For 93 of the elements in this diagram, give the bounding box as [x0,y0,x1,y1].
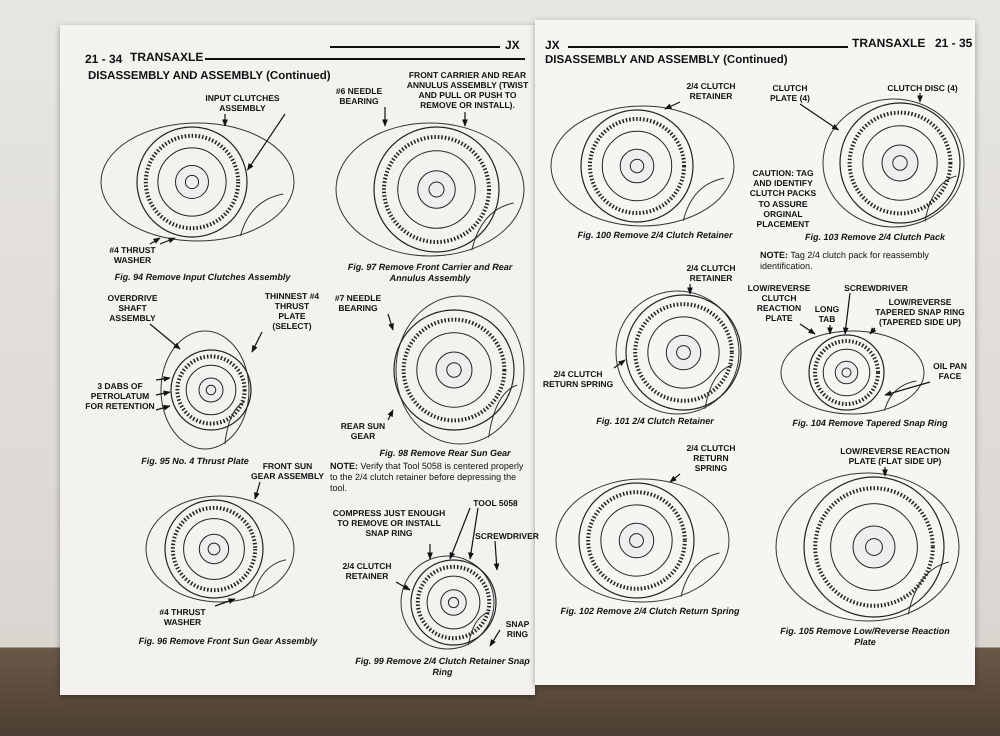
callout-label: #4 THRUST WASHER [150,606,215,628]
section-heading: DISASSEMBLY AND ASSEMBLY (Continued) [545,54,789,68]
callout-label: TOOL 5058 [468,497,523,508]
callout-label: INPUT CLUTCHES ASSEMBLY [195,92,290,114]
leader-line [884,381,930,396]
figure-caption: Fig. 102 Remove 2/4 Clutch Return Spring [560,606,740,617]
callout-label: CLUTCH PLATE (4) [765,82,815,104]
figure-caption: Fig. 96 Remove Front Sun Gear Assembly [138,636,319,647]
leader-line [150,324,181,350]
leader-line [494,540,500,571]
running-head: TRANSAXLE [852,36,926,50]
leader-line [254,482,261,500]
leader-line [827,325,833,335]
note-text: NOTE: Verify that Tool 5058 is centered properly to the 2/4 clutch retainer before depressing the tool. [330,461,524,494]
figure-caption: Fig. 100 Remove 2/4 Clutch Retainer [576,230,734,241]
figure-caption: Fig. 105 Remove Low/Reverse Reaction Plate [779,626,951,648]
gear-drawing [393,309,515,431]
leader-line [150,237,161,245]
callout-label: #7 NEEDLE BEARING [328,292,388,314]
gear-drawing [802,476,944,618]
leader-line [251,332,263,353]
gear-drawing [410,559,497,646]
callout-label: CLUTCH DISC (4) [885,82,960,93]
leader-line [614,360,626,368]
callout-label: OIL PAN FACE [930,360,970,382]
leader-line [247,114,286,171]
callout-label: LOW/REVERSE TAPERED SNAP RING (TAPERED SIDE UP) [870,296,970,328]
leader-line [882,467,888,477]
gear-drawing [838,102,960,224]
leader-line [449,508,471,560]
figure-caption: Fig. 98 Remove Rear Sun Gear [378,448,512,459]
leader-line [664,101,680,110]
section-heading: DISASSEMBLY AND ASSEMBLY (Continued) [88,70,332,84]
running-head: JX [505,38,521,52]
figure-caption: Fig. 104 Remove Tapered Snap Ring [791,418,949,429]
note-text: NOTE: Tag 2/4 clutch pack for reassembly identification. [760,250,930,272]
leader-line [156,405,171,411]
caution-text: CAUTION: TAG AND IDENTIFY CLUTCH PACKS TO ASSURE ORGINAL PLACEMENT [748,168,818,230]
callout-label: LOW/REVERSE CLUTCH REACTION PLATE [750,282,808,324]
leader-line [387,409,394,420]
leader-line [382,107,388,127]
callout-label: LOW/REVERSE REACTION PLATE (FLAT SIDE UP) [830,445,960,467]
gear-drawing [170,349,252,431]
callout-label: #6 NEEDLE BEARING [330,85,388,107]
leader-line [387,314,394,331]
page-number: 21 - 34 [85,52,124,66]
callout-label: OVERDRIVE SHAFT ASSEMBLY [95,292,170,324]
callout-label: FRONT SUN GEAR ASSEMBLY [250,460,325,482]
callout-label: 2/4 CLUTCH RETAINER [680,262,742,284]
leader-line [917,93,923,103]
callout-label: SNAP RING [500,618,535,640]
leader-line [427,544,433,560]
leader-line [468,508,479,560]
callout-label: FRONT CARRIER AND REAR ANNULUS ASSEMBLY (TWIST AND PULL OR PUSH TO REMOVE OR INSTALL). [405,68,530,112]
gear-drawing [136,126,248,238]
gear-drawing [164,499,264,599]
leader-line [669,474,680,482]
callout-label: LONG TAB [811,303,843,325]
leader-line [800,104,840,130]
leader-line [160,237,176,245]
leader-line [214,598,236,607]
leader-line [222,114,228,127]
callout-label: COMPRESS JUST ENOUGH TO REMOVE OR INSTALL SNAP RING [330,502,448,544]
figure-caption: Fig. 103 Remove 2/4 Clutch Pack [804,232,946,243]
running-head: JX [545,38,561,52]
callout-label: #4 THRUST WASHER [100,244,165,266]
leader-line [800,324,816,334]
leader-line [156,376,171,382]
leader-line [842,292,851,335]
callout-label: 2/4 CLUTCH RETURN SPRING [680,442,742,474]
leader-line [687,284,693,295]
figure-caption: Fig. 99 Remove 2/4 Clutch Retainer Snap Ring [354,656,531,678]
figure-caption: Fig. 97 Remove Front Carrier and Rear Annulus Assembly [346,262,514,284]
leader-line [396,581,411,591]
leader-line [156,390,171,396]
callout-label: 2/4 CLUTCH RETAINER [680,80,742,102]
leader-line [462,112,468,127]
leader-line [490,630,500,647]
gear-drawing [372,126,500,253]
callout-label: 2/4 CLUTCH RETAINER [338,560,396,582]
leader-line [870,327,876,335]
gear-drawing [808,334,885,411]
callout-label: SCREWDRIVER [845,282,907,293]
gear-drawing [580,109,694,223]
gear-drawing [625,294,742,411]
callout-label: 2/4 CLUTCH RETURN SPRING [542,368,614,390]
callout-label: THINNEST #4 THRUST PLATE (SELECT) [262,290,322,332]
callout-label: 3 DABS OF PETROLATUM FOR RETENTION [84,380,156,412]
page-number: 21 - 35 [935,36,974,50]
figure-caption: Fig. 101 2/4 Clutch Retainer [595,416,715,427]
gear-drawing [578,482,695,599]
callout-label: REAR SUN GEAR [338,420,388,442]
figure-caption: Fig. 94 Remove Input Clutches Assembly [114,272,292,283]
